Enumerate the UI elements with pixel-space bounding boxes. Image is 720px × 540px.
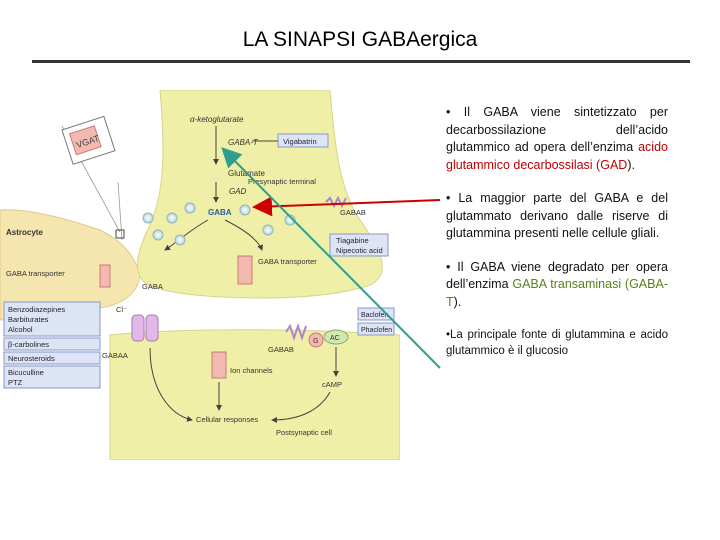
bullet-gaba-degradation: • Il GABA viene degradato per opera dell…: [446, 259, 668, 312]
bullet-list: • Il GABA viene sintetizzato per decarbo…: [446, 104, 668, 375]
bullet-glucose-source: •La principale fonte di glutammina e aci…: [446, 327, 668, 359]
gad-pointer-arrow: [256, 200, 440, 207]
bullet-gaba-synthesis: • Il GABA viene sintetizzato per decarbo…: [446, 104, 668, 174]
gaba-t-pointer-arrow: [224, 150, 440, 368]
bullet-glial-reserves: • La maggior parte del GABA e del glutam…: [446, 190, 668, 243]
